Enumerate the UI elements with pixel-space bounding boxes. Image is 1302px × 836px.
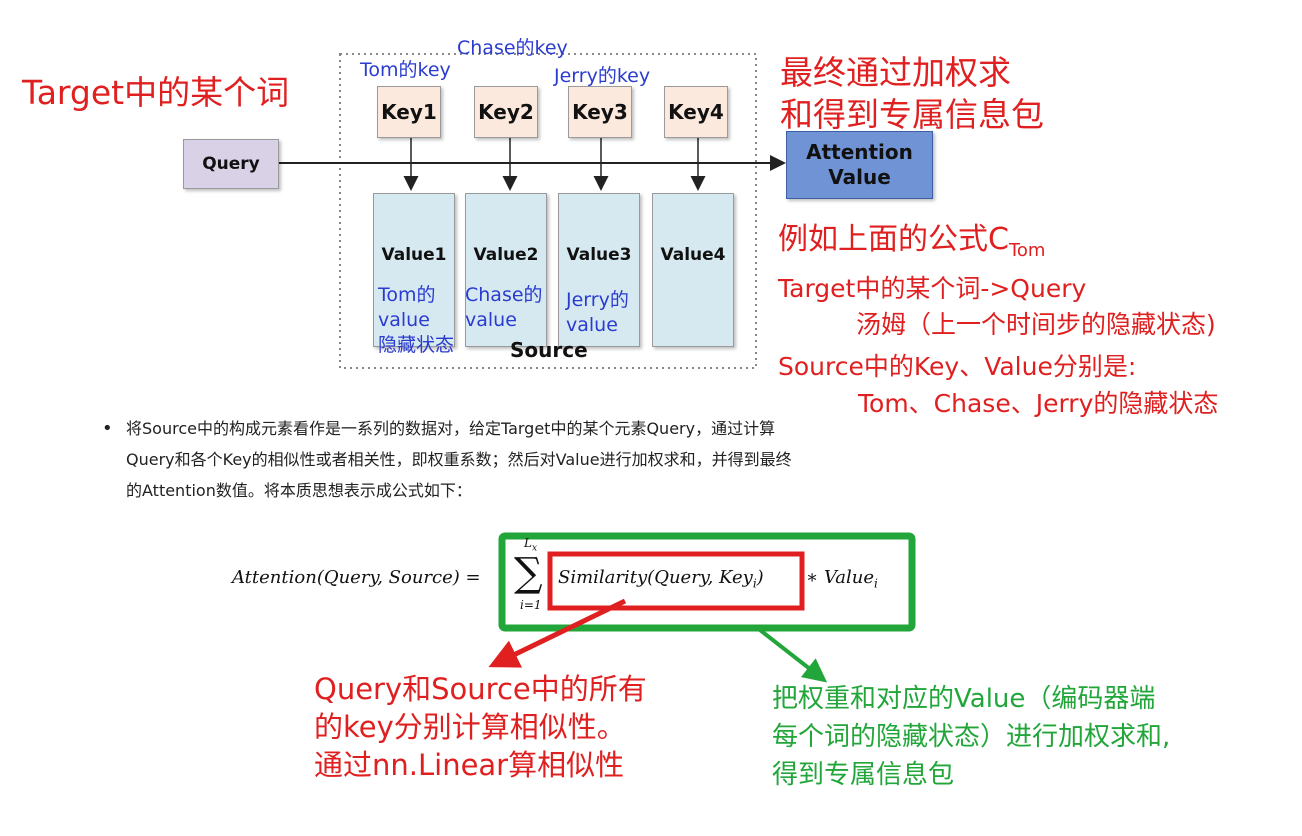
sum-symbol: ∑ (514, 550, 543, 596)
similarity-term: Similarity(Query, Keyi) (558, 567, 764, 591)
bullet-paragraph: • 将Source中的构成元素看作是一系列的数据对，给定Target中的某个元素… (102, 413, 1046, 506)
key-box-4: Key4 (664, 86, 728, 138)
value-box-3: Value3 (558, 193, 640, 347)
jerry-value-label: Jerry的 value (566, 288, 629, 338)
similarity-red-box (547, 551, 805, 611)
chase-value-line-1: Chase的 (465, 284, 543, 306)
value-main: ∗ Value (806, 567, 875, 588)
red-note-line-1: Query和Source中的所有 (314, 672, 647, 706)
red-note-line-2: 的key分别计算相似性。 (314, 710, 626, 744)
red-note-arrow (488, 598, 627, 668)
bullet-line-2: Query和各个Key的相似性或者相关性，即权重系数；然后对Value进行加权求… (126, 450, 792, 469)
chase-value-line-2: value (465, 309, 517, 331)
key-box-1: Key1 (377, 86, 441, 138)
red-note-line-3: 通过nn.Linear算相似性 (314, 748, 625, 782)
attention-value-box: Attention Value (786, 131, 933, 199)
sum-upper-main: L (524, 536, 532, 550)
example-prefix: 例如上面的公式C (778, 222, 1009, 257)
green-note-line-2: 每个词的隐藏状态）进行加权求和, (772, 722, 1171, 752)
bullet-line-1: 将Source中的构成元素看作是一系列的数据对，给定Target中的某个元素Qu… (126, 419, 776, 438)
chase-value-label: Chase的 value (465, 283, 543, 333)
states-note: Tom、Chase、Jerry的隐藏状态 (858, 389, 1219, 418)
weighted-sum-line-2: 和得到专属信息包 (780, 95, 1044, 134)
weighted-sum-line-1: 最终通过加权求 (780, 53, 1011, 92)
tom-key-label: Tom的key (360, 59, 451, 81)
green-weighted-note: 把权重和对应的Value（编码器端 每个词的隐藏状态）进行加权求和, 得到专属信… (772, 680, 1170, 794)
sum-lower: i=1 (520, 598, 542, 612)
sum-upper: Lx (524, 536, 537, 553)
value-box-1: Value1 (373, 193, 455, 347)
key-box-3: Key3 (568, 86, 632, 138)
tom-value-label: Tom的 value 隐藏状态 (378, 283, 454, 358)
tom-value-line-3: 隐藏状态 (378, 334, 455, 356)
value-box-4: Value4 (652, 193, 734, 347)
jerry-key-label: Jerry的key (554, 65, 651, 87)
jerry-value-line-1: Jerry的 (566, 289, 629, 311)
source-kv-note: Source中的Key、Value分别是: (778, 352, 1137, 381)
attention-label: Attention (806, 140, 913, 164)
source-label: Source (510, 338, 588, 362)
example-note: 例如上面的公式CTom (778, 220, 1045, 271)
tom-value-line-1: Tom的 (378, 284, 436, 306)
red-similarity-note: Query和Source中的所有 的key分别计算相似性。 通过nn.Linea… (314, 670, 647, 784)
sum-upper-sub: x (531, 543, 538, 554)
source-region (339, 53, 757, 369)
chase-key-label: Chase的key (457, 37, 568, 59)
tom-value-line-2: value (378, 309, 430, 331)
bullet-line-3: 的Attention数值。将本质思想表示成公式如下： (126, 481, 472, 500)
similarity-close: ) (756, 567, 764, 588)
value-sub: i (874, 576, 878, 591)
jerry-value-line-2: value (566, 314, 618, 336)
green-note-line-1: 把权重和对应的Value（编码器端 (772, 684, 1156, 714)
green-note-line-3: 得到专属信息包 (772, 760, 955, 790)
example-subscript: Tom (1008, 240, 1046, 261)
similarity-main: Similarity(Query, Key (558, 567, 753, 588)
bullet-dot: • (102, 418, 113, 439)
key-box-2: Key2 (474, 86, 538, 138)
value-label: Value (828, 165, 891, 189)
target-word-note: Target中的某个词 (22, 73, 290, 112)
value-term: ∗ Valuei (806, 567, 878, 591)
formula-green-box (498, 532, 916, 632)
tom-state-note: 汤姆（上一个时间步的隐藏状态) (856, 310, 1216, 339)
similarity-sub: i (752, 576, 757, 591)
target-query-note: Target中的某个词->Query (778, 274, 1087, 303)
weighted-sum-note: 最终通过加权求 和得到专属信息包 (780, 52, 1044, 136)
green-note-arrow (758, 628, 828, 683)
formula-lhs: Attention(Query, Source) = (232, 567, 481, 588)
query-box: Query (183, 139, 279, 189)
value-box-2: Value2 (465, 193, 547, 347)
